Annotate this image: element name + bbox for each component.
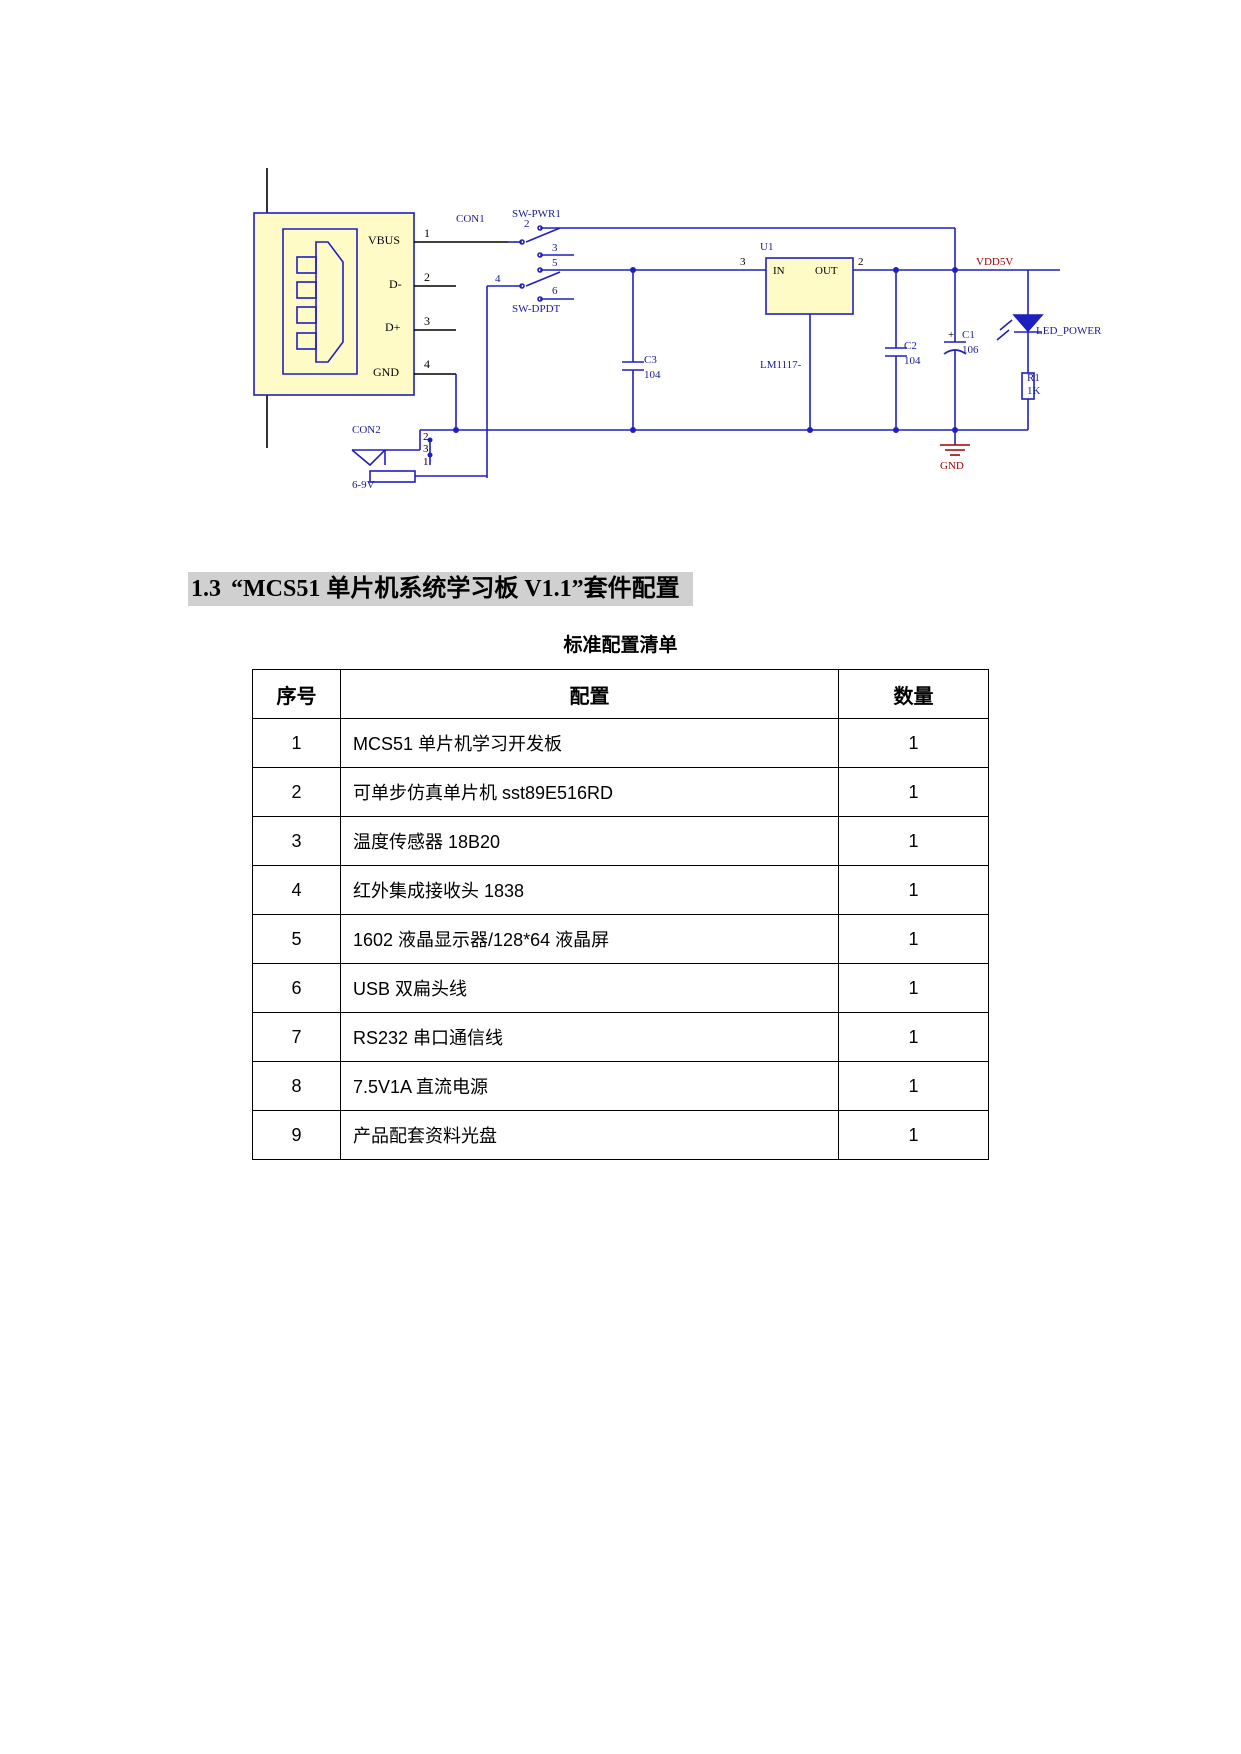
sw-pin: 4 <box>495 273 501 285</box>
row-no: 8 <box>252 1061 341 1111</box>
pin-number: 1 <box>424 226 430 240</box>
row-qty: 1 <box>838 718 989 768</box>
row-qty: 1 <box>838 767 989 817</box>
u1-pin-out: 2 <box>858 256 864 268</box>
row-qty: 1 <box>838 1061 989 1111</box>
row-qty: 1 <box>838 1012 989 1062</box>
u1-pin-in: 3 <box>740 256 746 268</box>
c1-plus: + <box>948 329 954 341</box>
sw-pin: 3 <box>552 242 558 254</box>
row-item: 红外集成接收头 1838 <box>340 865 839 915</box>
con2-pin: 2 <box>423 431 429 443</box>
row-item: 可单步仿真单片机 sst89E516RD <box>340 767 839 817</box>
sw-pin: 2 <box>524 218 530 230</box>
row-no: 9 <box>252 1110 341 1160</box>
pin-number: 2 <box>424 270 430 284</box>
led-label: LED_POWER <box>1036 325 1102 337</box>
c2-label: C2 <box>904 340 917 352</box>
header-no: 序号 <box>252 669 341 719</box>
pin-number: 3 <box>424 314 430 328</box>
header-item: 配置 <box>340 669 839 719</box>
con2-label: CON2 <box>352 424 381 436</box>
pin-number: 4 <box>424 357 430 371</box>
u1-out-label: OUT <box>815 265 838 277</box>
row-item: 产品配套资料光盘 <box>340 1110 839 1160</box>
switch-label-top: SW-PWR1 <box>512 208 561 220</box>
r1-label: R1 <box>1027 372 1040 384</box>
row-no: 7 <box>252 1012 341 1062</box>
pin-label-gnd: GND <box>373 365 399 379</box>
c2-value: 104 <box>904 355 921 367</box>
header-qty: 数量 <box>838 669 989 719</box>
jack-voltage-label: 6-9V <box>352 479 375 491</box>
pin-label-dminus: D- <box>389 277 402 291</box>
gnd-label: GND <box>940 460 964 472</box>
u1-label: U1 <box>760 241 773 253</box>
power-schematic: VBUS D- D+ GND 1 2 3 4 CON1 SW-PWR1 SW-D… <box>253 168 1102 491</box>
section-title: “MCS51 单片机系统学习板 V1.1”套件配置 <box>231 576 680 602</box>
row-item: MCS51 单片机学习开发板 <box>340 718 839 768</box>
row-no: 2 <box>252 767 341 817</box>
sw-pin: 6 <box>552 285 558 297</box>
row-qty: 1 <box>838 914 989 964</box>
c1-label: C1 <box>962 329 975 341</box>
section-heading: 1.3 “MCS51 单片机系统学习板 V1.1”套件配置 <box>188 572 693 606</box>
section-number: 1.3 <box>191 576 221 602</box>
pin-label-dplus: D+ <box>385 320 401 334</box>
row-qty: 1 <box>838 865 989 915</box>
sw-pin: 5 <box>552 257 558 269</box>
row-no: 3 <box>252 816 341 866</box>
u1-part-label: LM1117- <box>760 359 802 371</box>
row-no: 1 <box>252 718 341 768</box>
table-header-row: 序号 配置 数量 <box>252 669 989 719</box>
con1-label: CON1 <box>456 213 485 225</box>
switch-label-bottom: SW-DPDT <box>512 303 561 315</box>
row-item: 温度传感器 18B20 <box>340 816 839 866</box>
con2-pin: 1 <box>423 456 429 468</box>
row-item: 7.5V1A 直流电源 <box>340 1061 839 1111</box>
table-caption: 标准配置清单 <box>563 634 678 656</box>
row-qty: 1 <box>838 1110 989 1160</box>
row-qty: 1 <box>838 816 989 866</box>
r1-value: 1K <box>1027 385 1041 397</box>
c3-value: 104 <box>644 369 661 381</box>
row-no: 4 <box>252 865 341 915</box>
row-no: 5 <box>252 914 341 964</box>
row-no: 6 <box>252 963 341 1013</box>
c3-label: C3 <box>644 354 657 366</box>
row-qty: 1 <box>838 963 989 1013</box>
pin-label-vbus: VBUS <box>368 233 400 247</box>
row-item: USB 双扁头线 <box>340 963 839 1013</box>
row-item: RS232 串口通信线 <box>340 1012 839 1062</box>
row-item: 1602 液晶显示器/128*64 液晶屏 <box>340 914 839 964</box>
u1-in-label: IN <box>773 265 785 277</box>
vdd-label: VDD5V <box>976 256 1013 268</box>
c1-value: 106 <box>962 344 979 356</box>
con2-pin: 3 <box>423 443 429 455</box>
